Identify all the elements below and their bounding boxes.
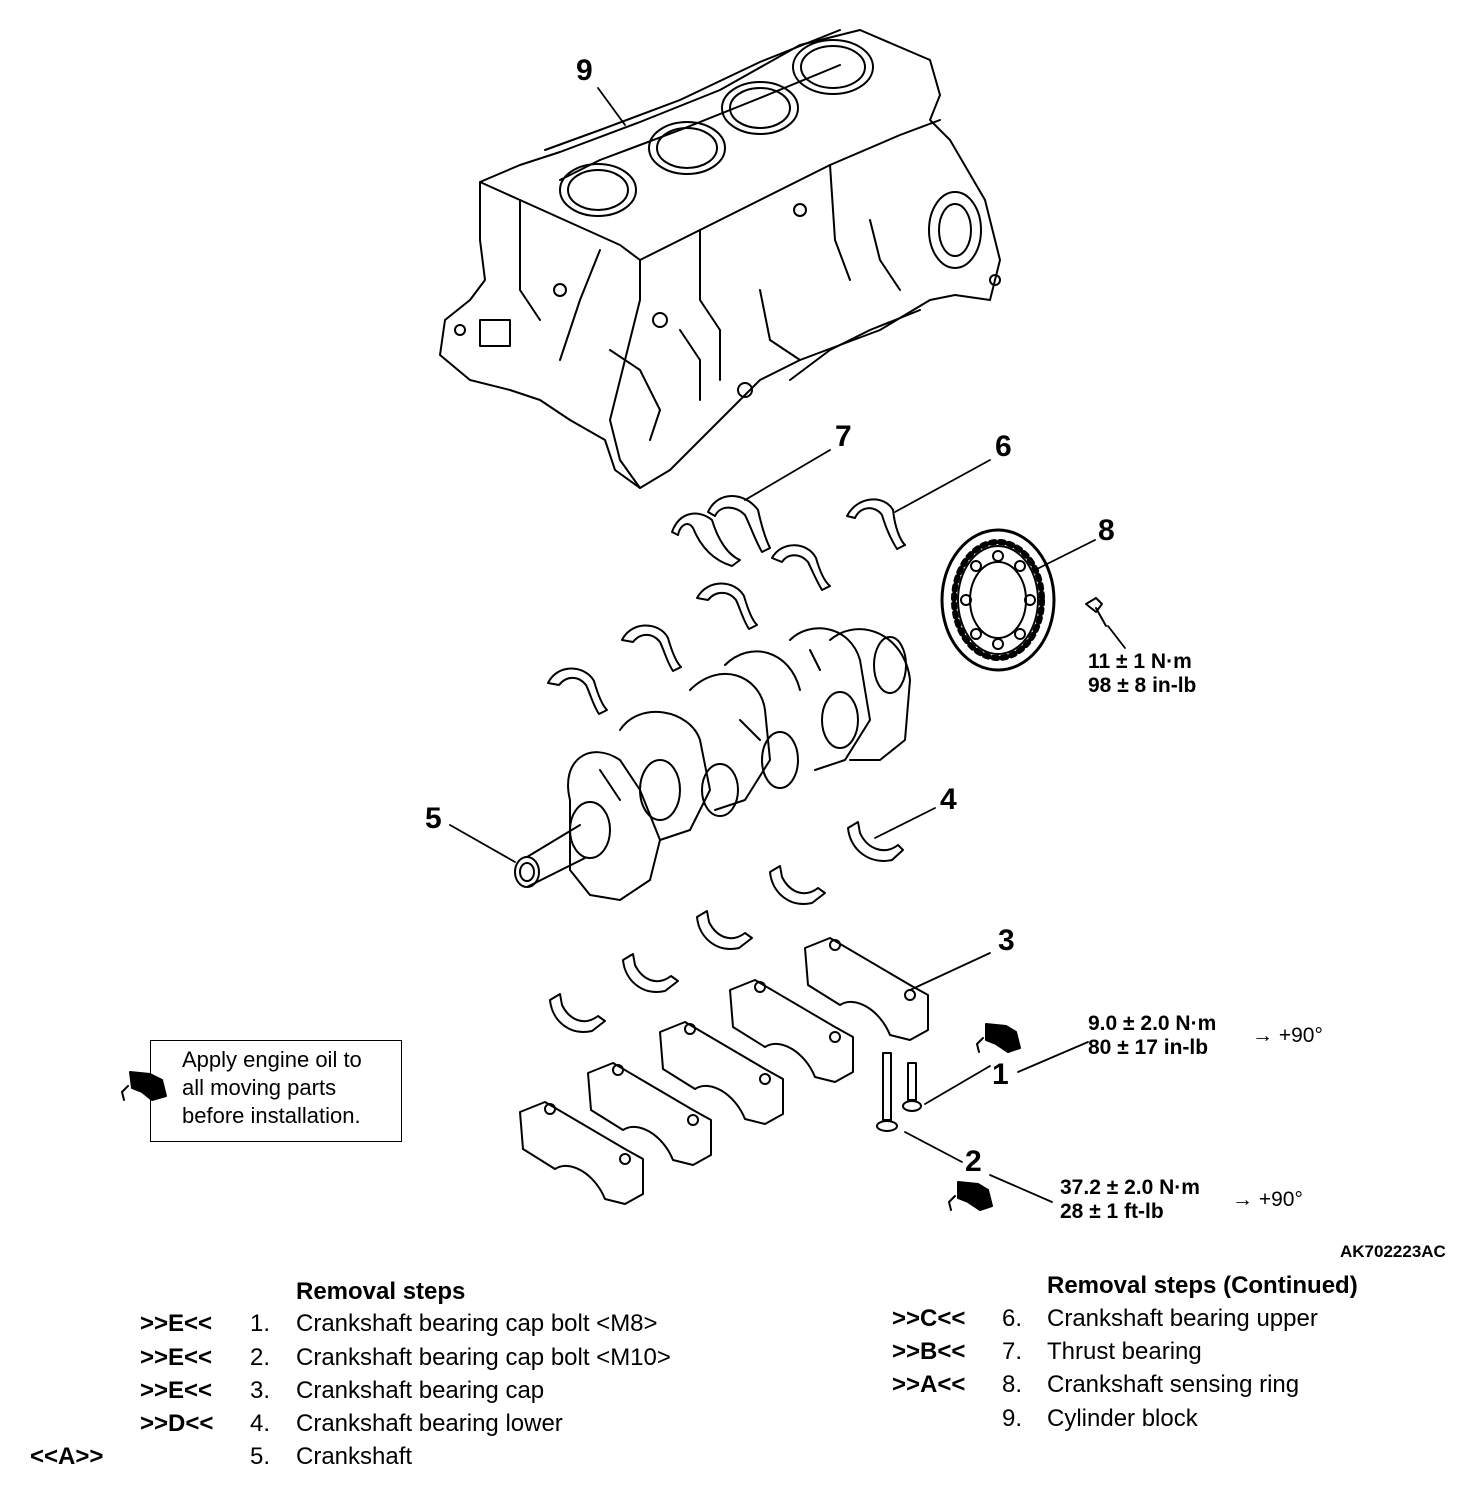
bearing-lower-shells [549, 821, 904, 1033]
figure-id: AK702223AC [1340, 1242, 1446, 1261]
step-number: 6. [1002, 1305, 1023, 1332]
oil-can-icon-bolt-2 [948, 1181, 993, 1211]
note-line-3: before installation. [182, 1103, 361, 1128]
torque-bolt-m10-imperial: 28 ± 1 ft-lb [1060, 1200, 1164, 1223]
removal-steps-continued-title: Removal steps (Continued) [1047, 1272, 1358, 1299]
torque-bolt-m8-imperial: 80 ± 17 in-lb [1088, 1036, 1209, 1059]
callout-6: 6 [995, 430, 1012, 463]
step-code: >>B<< [892, 1338, 966, 1365]
sensing-ring-bolt [1085, 597, 1107, 627]
step-number: 5. [250, 1443, 271, 1470]
step-code: <<A>> [30, 1443, 104, 1470]
torque-bolt-m8-nm: 9.0 ± 2.0 N·m [1088, 1012, 1217, 1035]
torque-bolt-m10-nm: 37.2 ± 2.0 N·m [1060, 1176, 1200, 1199]
step-label: Crankshaft bearing upper [1047, 1305, 1318, 1332]
note-line-1: Apply engine oil to [182, 1047, 362, 1072]
crankshaft-sensing-ring [940, 528, 1056, 672]
angle-bolt-m10: → +90° [1232, 1188, 1303, 1211]
callout-2: 2 [965, 1145, 982, 1178]
step-code: >>E<< [140, 1377, 213, 1404]
callout-4: 4 [940, 783, 957, 816]
step-label: Crankshaft [296, 1443, 413, 1470]
callout-7: 7 [835, 420, 852, 453]
step-code: >>E<< [140, 1344, 213, 1371]
step-number: 8. [1002, 1371, 1023, 1398]
step-code: >>E<< [140, 1310, 213, 1337]
step-label: Thrust bearing [1047, 1338, 1202, 1365]
removal-steps-title: Removal steps [296, 1278, 466, 1305]
torque-bolt-m10: 37.2 ± 2.0 N·m 28 ± 1 ft-lb [1060, 1176, 1200, 1224]
torque-bolt-m8: 9.0 ± 2.0 N·m 80 ± 17 in-lb [1088, 1012, 1216, 1060]
step-code: >>A<< [892, 1371, 966, 1398]
step-label: Crankshaft bearing lower [296, 1410, 563, 1437]
step-label: Crankshaft bearing cap [296, 1377, 545, 1404]
step-code: >>C<< [892, 1305, 966, 1332]
callout-9: 9 [576, 54, 593, 87]
torque-sensing-ring-nm: 11 ± 1 N·m [1088, 650, 1192, 673]
step-code: >>D<< [140, 1410, 214, 1437]
leader-lines [449, 87, 1126, 1203]
step-number: 7. [1002, 1338, 1023, 1365]
step-number: 2. [250, 1344, 271, 1371]
step-number: 9. [1002, 1405, 1023, 1432]
callout-3: 3 [998, 924, 1015, 957]
step-number: 4. [250, 1410, 271, 1437]
callout-1: 1 [992, 1058, 1009, 1091]
lubrication-note: Apply engine oil to all moving parts bef… [182, 1046, 362, 1130]
lubrication-note-box [150, 1040, 402, 1142]
callout-5: 5 [425, 802, 442, 835]
callout-8: 8 [1098, 514, 1115, 547]
step-label: Crankshaft sensing ring [1047, 1371, 1300, 1398]
oil-can-icon-bolt-1 [976, 1023, 1021, 1053]
step-label: Cylinder block [1047, 1405, 1198, 1432]
cylinder-block [439, 29, 1001, 489]
step-number: 1. [250, 1310, 271, 1337]
bearing-upper-shells [547, 495, 906, 715]
oil-can-icon [121, 1071, 167, 1101]
torque-sensing-ring: 11 ± 1 N·m 98 ± 8 in-lb [1088, 650, 1196, 698]
crankshaft [514, 627, 911, 901]
step-number: 3. [250, 1377, 271, 1404]
step-label: Crankshaft bearing cap bolt <M8> [296, 1310, 658, 1337]
bearing-cap-bolts [876, 1052, 922, 1132]
angle-bolt-m8: → +90° [1252, 1024, 1323, 1047]
bearing-caps [519, 937, 929, 1205]
note-line-2: all moving parts [182, 1075, 337, 1100]
torque-sensing-ring-imperial: 98 ± 8 in-lb [1088, 674, 1197, 697]
step-label: Crankshaft bearing cap bolt <M10> [296, 1344, 671, 1371]
